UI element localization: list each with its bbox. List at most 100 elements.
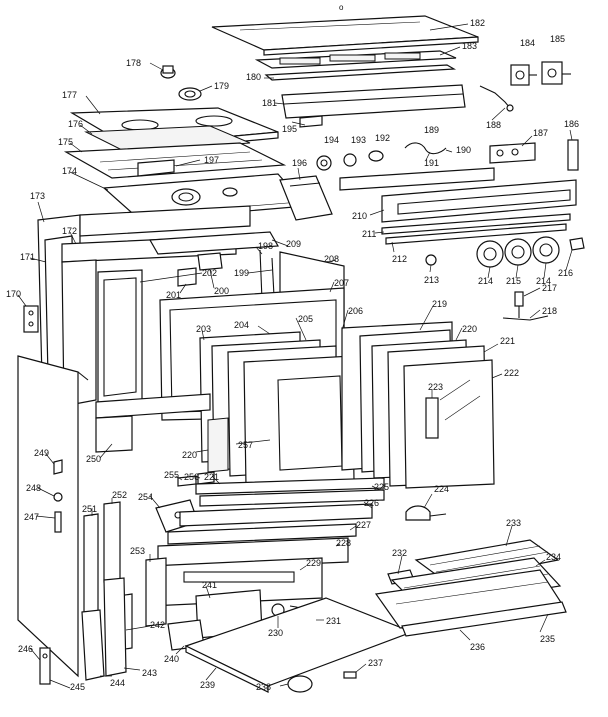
strip-226	[179, 503, 373, 527]
callout-p220b: 220	[182, 450, 197, 460]
callout-p224: 224	[434, 484, 449, 494]
bracket-252	[103, 501, 121, 583]
callout-p183: 183	[462, 41, 477, 51]
callout-p244: 244	[110, 678, 125, 688]
harness-189	[404, 142, 447, 155]
callout-p208: 208	[324, 254, 339, 264]
door-front-257	[243, 355, 355, 487]
callout-p222: 222	[504, 368, 519, 378]
heat-shield-175	[63, 142, 287, 179]
callout-p241: 241	[202, 580, 217, 590]
side-rail-244	[81, 609, 105, 681]
lamp-192	[368, 150, 384, 162]
callout-p178: 178	[126, 58, 141, 68]
pan-235	[401, 601, 567, 637]
callout-p236: 236	[470, 642, 485, 652]
callout-p251: 251	[82, 504, 97, 514]
callout-p189: 189	[424, 125, 439, 135]
callout-p249: 249	[34, 448, 49, 458]
strip-227	[167, 523, 357, 545]
callout-p250: 250	[86, 454, 101, 464]
callout-p181: 181	[262, 98, 277, 108]
leader-lines	[17, 23, 573, 689]
callout-p238: 238	[256, 682, 271, 692]
rod-198	[259, 249, 263, 301]
trim-frame-183	[254, 50, 457, 69]
callout-p217: 217	[542, 283, 557, 293]
callout-p221b: 221	[204, 472, 219, 482]
callout-p206: 206	[348, 306, 363, 316]
callout-p179: 179	[214, 81, 229, 91]
side-panel-246	[17, 355, 89, 678]
callout-p237: 237	[368, 658, 383, 668]
knob-213	[425, 254, 437, 266]
callout-p193: 193	[351, 135, 366, 145]
callout-p197: 197	[204, 155, 219, 165]
callout-p252: 252	[112, 490, 127, 500]
callout-p188: 188	[486, 120, 501, 130]
door-front-222	[403, 359, 495, 489]
callout-p242: 242	[150, 620, 165, 630]
callout-p227: 227	[356, 520, 371, 530]
callout-p170: 170	[6, 289, 21, 299]
callout-p180: 180	[246, 72, 261, 82]
callout-p171: 171	[20, 252, 35, 262]
callout-p233: 233	[506, 518, 521, 528]
callout-p199: 199	[234, 268, 249, 278]
grill-200	[197, 252, 223, 271]
callout-p221a: 221	[500, 336, 515, 346]
socket-193	[343, 153, 357, 167]
callout-p253: 253	[130, 546, 145, 556]
callout-p214a: 214	[478, 276, 493, 286]
callout-p211: 211	[362, 229, 376, 239]
front-rail-181	[281, 84, 466, 128]
handle-223	[425, 397, 439, 439]
part-201	[177, 267, 197, 287]
control-panel-187	[489, 142, 536, 164]
switch-194	[316, 155, 332, 171]
callout-p248: 248	[26, 483, 41, 493]
harness-218	[502, 315, 549, 321]
rod-199	[271, 257, 275, 297]
callout-p245: 245	[70, 682, 85, 692]
callout-p235: 235	[540, 634, 555, 644]
part-238	[287, 675, 313, 693]
callout-p229: 229	[306, 558, 321, 568]
callout-p223: 223	[428, 382, 443, 392]
screw-247	[54, 511, 62, 533]
callout-p210: 210	[352, 211, 367, 221]
callout-p194: 194	[324, 135, 339, 145]
clip-249	[53, 459, 63, 475]
callout-p185: 185	[550, 34, 565, 44]
callout-p209: 209	[286, 239, 301, 249]
callout-p192: 192	[375, 133, 390, 143]
callout-p257: 257	[238, 440, 253, 450]
bracket-209	[149, 231, 279, 255]
nut-248	[53, 492, 63, 502]
top-mark: o	[339, 3, 344, 12]
callout-p226: 226	[364, 498, 379, 508]
callout-p218: 218	[542, 306, 557, 316]
trim-212	[385, 223, 567, 245]
bezel-179	[178, 87, 202, 101]
knob-214b	[532, 236, 560, 264]
callout-p231: 231	[326, 616, 341, 626]
element-tray-174	[102, 173, 308, 221]
side-rail-243	[103, 577, 127, 677]
control-bracket-190	[339, 167, 495, 191]
bracket-196	[279, 175, 333, 221]
knob-214a	[476, 240, 504, 268]
callout-p216: 216	[558, 268, 573, 278]
callout-p247: 247	[24, 512, 39, 522]
callout-p234: 234	[546, 552, 561, 562]
callout-p176: 176	[68, 119, 83, 129]
callout-p172: 172	[62, 226, 77, 236]
callout-p214b: 214	[536, 276, 551, 286]
callout-p239: 239	[200, 680, 215, 690]
callout-p240: 240	[164, 654, 179, 664]
callout-p190: 190	[456, 145, 471, 155]
callout-p191: 191	[424, 158, 439, 168]
callout-p200: 200	[214, 286, 229, 296]
